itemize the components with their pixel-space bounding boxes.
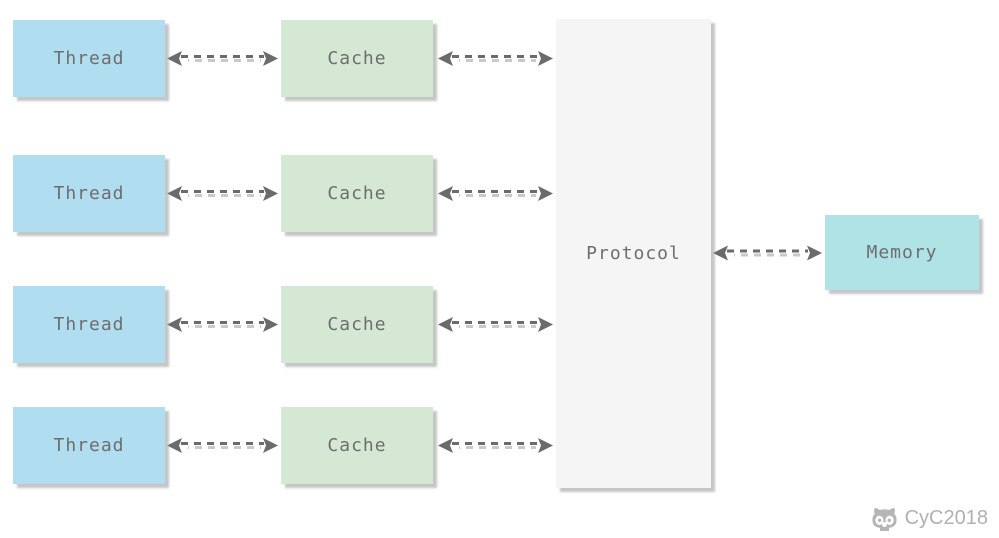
- double-arrow-thread-cache-1: [165, 49, 280, 68]
- double-arrow-cache-protocol-4: [436, 436, 555, 455]
- cache-box-3: Cache: [281, 286, 433, 363]
- cache-box-1: Cache: [281, 20, 433, 97]
- thread-label: Thread: [53, 183, 125, 204]
- double-arrow-thread-cache-3: [165, 315, 280, 334]
- protocol-label: Protocol: [586, 243, 681, 264]
- watermark-text: CyC2018: [904, 507, 988, 529]
- thread-box-1: Thread: [13, 20, 165, 97]
- thread-box-4: Thread: [13, 407, 165, 484]
- watermark: CyC2018: [871, 506, 988, 531]
- cache-label: Cache: [327, 314, 387, 335]
- protocol-box: Protocol: [556, 19, 711, 488]
- memory-label: Memory: [866, 242, 938, 263]
- memory-box: Memory: [825, 215, 979, 290]
- double-arrow-thread-cache-4: [165, 436, 280, 455]
- github-octocat-icon: [872, 508, 897, 531]
- double-arrow-protocol-memory: [711, 244, 824, 262]
- thread-box-3: Thread: [13, 286, 165, 363]
- double-arrow-cache-protocol-2: [436, 184, 555, 203]
- double-arrow-thread-cache-2: [165, 184, 280, 203]
- double-arrow-cache-protocol-3: [436, 315, 555, 334]
- cache-box-2: Cache: [281, 155, 433, 232]
- cache-label: Cache: [327, 435, 387, 456]
- thread-label: Thread: [53, 435, 125, 456]
- cache-box-4: Cache: [281, 407, 433, 484]
- cache-label: Cache: [327, 183, 387, 204]
- cache-label: Cache: [327, 48, 387, 69]
- double-arrow-cache-protocol-1: [436, 49, 555, 68]
- thread-label: Thread: [53, 314, 125, 335]
- thread-box-2: Thread: [13, 155, 165, 232]
- thread-label: Thread: [53, 48, 125, 69]
